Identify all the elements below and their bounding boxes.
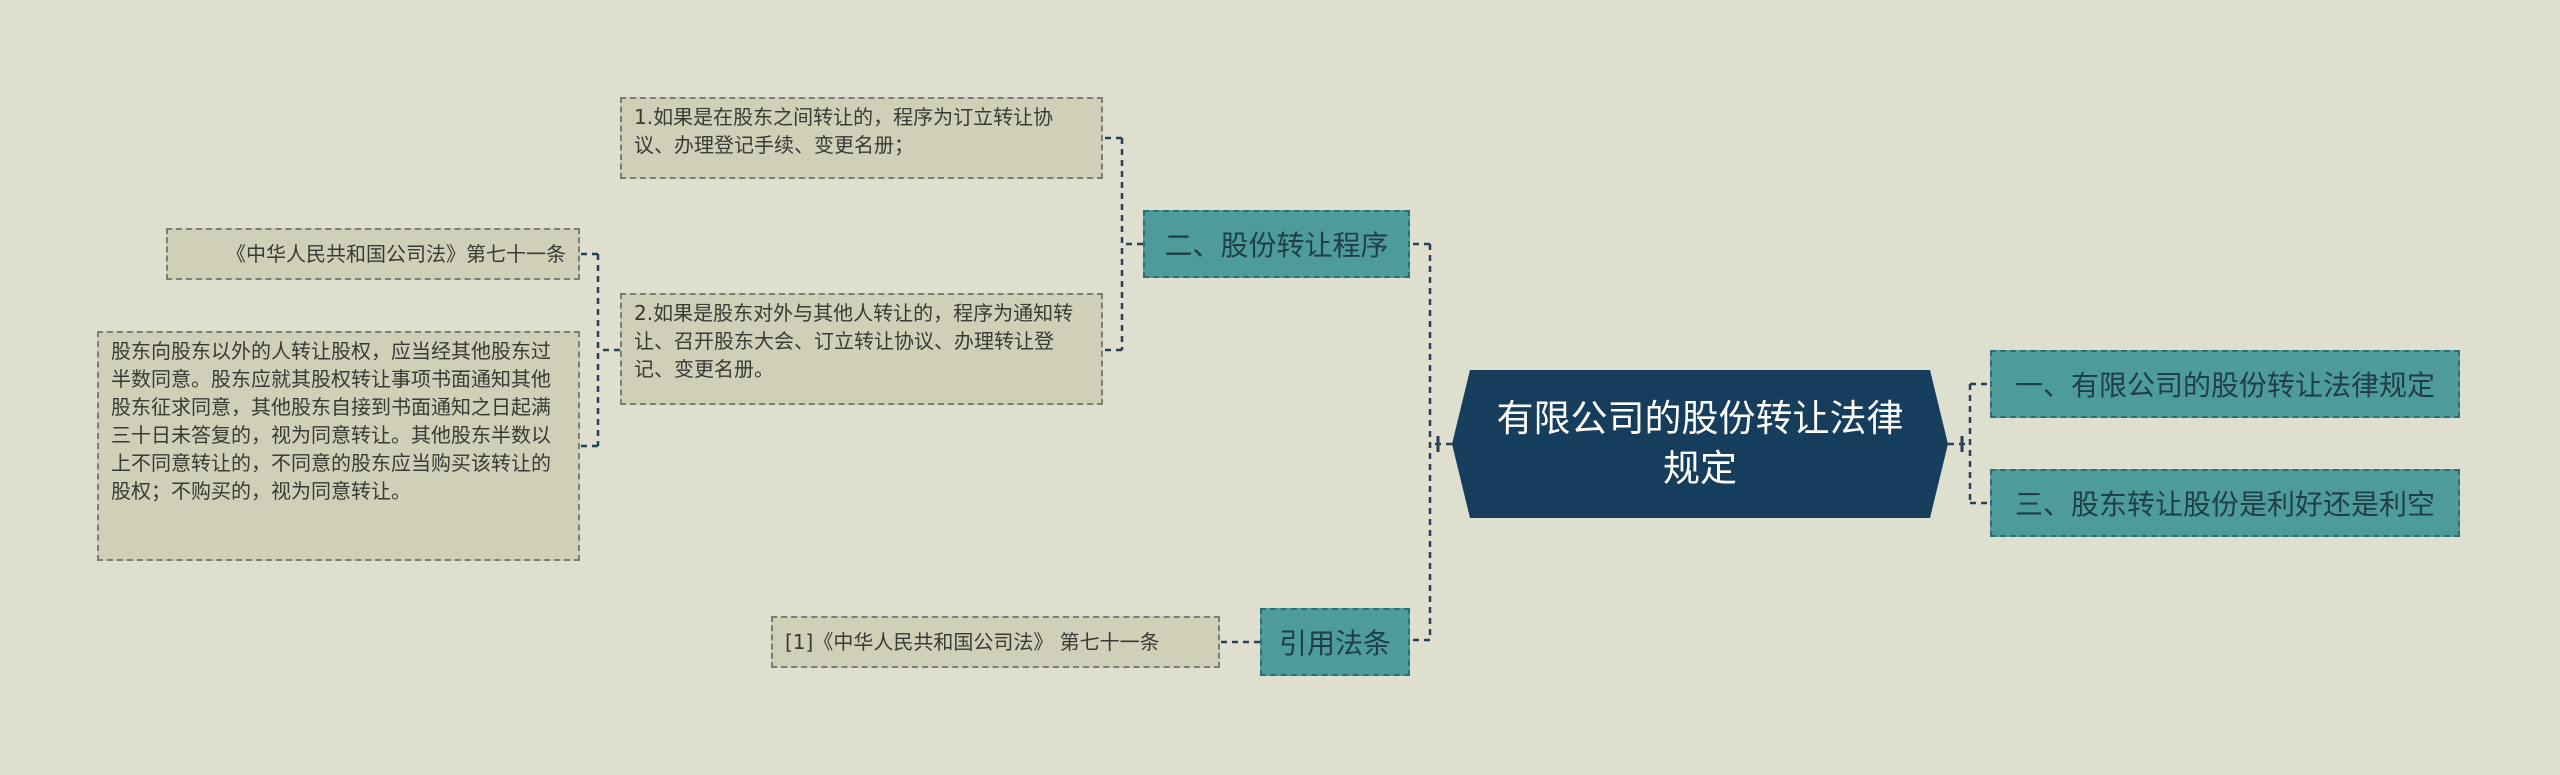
connector-procedure-trunk [1120,138,1143,350]
branch-citation[interactable]: 引用法条 [1260,608,1410,676]
connector-root-left-trunk [1428,244,1452,640]
branch-procedure[interactable]: 二、股份转让程序 [1143,210,1410,278]
leaf-procedure-1[interactable]: 1.如果是在股东之间转让的，程序为订立转让协议、办理登记手续、变更名册； [620,97,1103,179]
leaf-law-ref-text: 《中华人民共和国公司法》第七十一条 [226,242,566,266]
branch-procedure-label: 二、股份转让程序 [1164,229,1389,262]
leaf-law-text[interactable]: 股东向股东以外的人转让股权，应当经其他股东过半数同意。股东应就其股权转让事项书面… [97,331,580,561]
leaf-citation-1-text: [1]《中华人民共和国公司法》 第七十一条 [785,630,1160,654]
connector-root-right-trunk [1948,384,1972,503]
leaf-law-ref[interactable]: 《中华人民共和国公司法》第七十一条 [166,228,580,280]
root-node[interactable]: 有限公司的股份转让法律规定 [1452,370,1948,518]
connector-law-trunk [596,254,620,446]
branch-right-1[interactable]: 一、有限公司的股份转让法律规定 [1990,350,2460,418]
branch-right-2[interactable]: 三、股东转让股份是利好还是利空 [1990,469,2460,537]
leaf-procedure-2[interactable]: 2.如果是股东对外与其他人转让的，程序为通知转让、召开股东大会、订立转让协议、办… [620,293,1103,405]
leaf-procedure-2-text: 2.如果是股东对外与其他人转让的，程序为通知转让、召开股东大会、订立转让协议、办… [634,301,1074,381]
branch-right-2-label: 三、股东转让股份是利好还是利空 [2014,488,2435,521]
leaf-procedure-1-text: 1.如果是在股东之间转让的，程序为订立转让协议、办理登记手续、变更名册； [634,105,1054,157]
root-hexagon-shape [1452,370,1948,518]
root-title: 有限公司的股份转让法律规定 [1496,397,1904,490]
leaf-law-text-body: 股东向股东以外的人转让股权，应当经其他股东过半数同意。股东应就其股权转让事项书面… [111,339,551,503]
branch-right-1-label: 一、有限公司的股份转让法律规定 [2014,369,2435,402]
branch-citation-label: 引用法条 [1278,627,1391,660]
leaf-citation-1[interactable]: [1]《中华人民共和国公司法》 第七十一条 [771,616,1220,668]
